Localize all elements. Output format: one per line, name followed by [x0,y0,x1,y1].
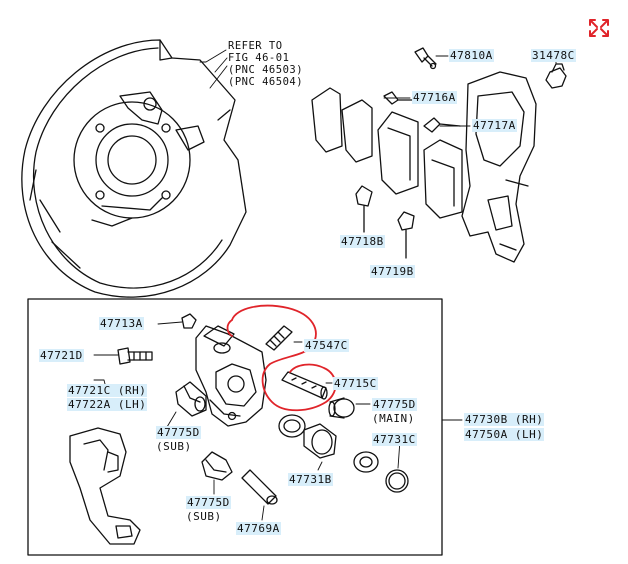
part-47810A-bolt [414,47,437,70]
label-47769A[interactable]: 47769A [236,522,281,535]
sub-note-2: (SUB) [186,510,222,523]
caliper-assembly-box [27,298,443,556]
label-47716A[interactable]: 47716A [412,91,457,104]
label-47750A[interactable]: 47750A (LH) [464,428,545,441]
part-31478C-cap [545,63,567,89]
label-47717A[interactable]: 47717A [472,119,517,132]
label-47775D-main[interactable]: 47775D [372,398,417,411]
main-note: (MAIN) [372,412,415,425]
label-47715C[interactable]: 47715C [333,377,378,390]
label-47731C[interactable]: 47731C [372,433,417,446]
label-47718B[interactable]: 47718B [340,235,385,248]
part-47721C-mount-bracket [69,427,141,545]
red-annotation-circle [226,304,337,412]
part-47775D-sub-boot-2 [201,451,233,495]
caliper-mounting-bracket [461,71,537,263]
pad-clips [355,91,461,259]
part-47721D-bolt [117,347,153,365]
part-47775D-sub-boot-1 [175,381,207,417]
part-47715C-slide-pin [281,371,328,400]
backing-plate [21,39,247,298]
expand-arrows-icon-drawing [589,19,609,37]
part-47731C-seal [353,439,409,493]
label-47547C[interactable]: 47547C [304,339,349,352]
part-47713A-cap [181,313,197,329]
refer-line-4: (PNC 46504) [228,76,304,88]
label-47722A[interactable]: 47722A (LH) [67,398,148,411]
label-47721D[interactable]: 47721D [39,349,84,362]
refer-line-1: REFER TO [228,40,283,52]
sub-note-1: (SUB) [156,440,192,453]
label-47713A[interactable]: 47713A [99,317,144,330]
label-47719B[interactable]: 47719B [370,265,415,278]
refer-line-2: FIG 46-01 [228,52,290,64]
part-47547C-bleeder [265,325,293,351]
label-47775D-sub-1[interactable]: 47775D [156,426,201,439]
caliper-body [195,325,267,427]
label-47775D-sub-2[interactable]: 47775D [186,496,231,509]
part-47731B-piston [278,414,337,471]
refer-to-note: REFER TO FIG 46-01 (PNC 46503) (PNC 4650… [228,40,303,88]
brake-pads-outer [311,87,463,219]
label-47810A[interactable]: 47810A [449,49,494,62]
part-47769A-slide-pin [241,469,278,521]
refer-line-3: (PNC 46503) [228,64,304,76]
label-47731B[interactable]: 47731B [288,473,333,486]
label-31478C[interactable]: 31478C [531,49,576,62]
expand-arrows-icon[interactable] [588,16,610,38]
label-47721C[interactable]: 47721C (RH) [67,384,148,397]
label-47730B[interactable]: 47730B (RH) [464,413,545,426]
part-47775D-main-boot [328,397,355,419]
